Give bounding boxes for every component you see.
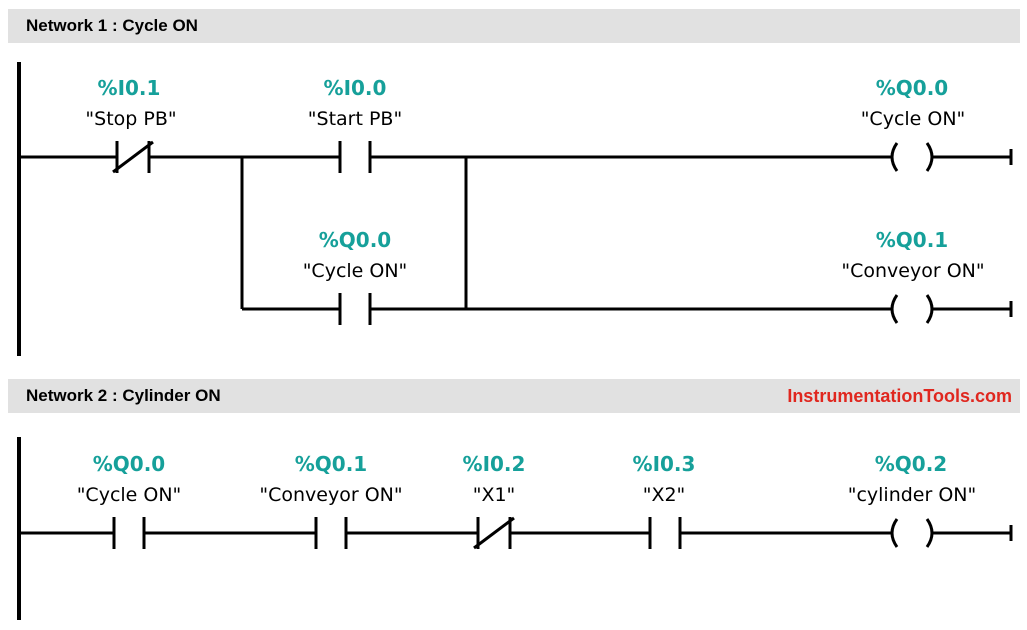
address-label: %Q0.1 [876,228,948,252]
tag-label: "Cycle ON" [861,108,966,130]
tag-label: "Cycle ON" [303,260,408,282]
contact-no-cycle-on: %Q0.0 "Cycle ON" [77,452,182,549]
coil-cylinder-on: %Q0.2 "cylinder ON" [848,452,977,548]
address-label: %I0.2 [463,452,526,476]
address-label: %Q0.0 [319,228,391,252]
tag-label: "Conveyor ON" [841,260,984,282]
contact-no-cycle-on-latch: %Q0.0 "Cycle ON" [303,228,408,325]
tag-label: "Cycle ON" [77,484,182,506]
network1-title: Network 1 : Cycle ON [26,16,198,35]
contact-no-conveyor-on: %Q0.1 "Conveyor ON" [259,452,403,549]
coil-conveyor-on: %Q0.1 "Conveyor ON" [841,228,985,324]
contact-no-start-pb: %I0.0 "Start PB" [308,76,402,173]
brand-watermark: InstrumentationTools.com [787,386,1012,406]
contact-nc-stop-pb: %I0.1 "Stop PB" [85,76,177,174]
tag-label: "X2" [643,484,686,506]
tag-label: "X1" [473,484,516,506]
address-label: %I0.0 [324,76,387,100]
network1-rungs: %I0.1 "Stop PB" %I0.0 "Start PB" %Q0.0 "… [17,62,1013,356]
tag-label: "cylinder ON" [848,484,977,506]
address-label: %Q0.1 [295,452,367,476]
coil-cycle-on: %Q0.0 "Cycle ON" [861,76,966,172]
tag-label: "Start PB" [308,108,402,130]
network2-title: Network 2 : Cylinder ON [26,386,221,405]
address-label: %I0.1 [98,76,161,100]
address-label: %I0.3 [633,452,696,476]
address-label: %Q0.2 [875,452,947,476]
address-label: %Q0.0 [93,452,165,476]
network1-header: Network 1 : Cycle ON [8,9,1020,43]
tag-label: "Conveyor ON" [259,484,402,506]
tag-label: "Stop PB" [85,108,176,130]
contact-no-x2: %I0.3 "X2" [633,452,696,549]
network2-rungs: %Q0.0 "Cycle ON" %Q0.1 "Conveyor ON" %I0… [17,437,1013,620]
contact-nc-x1: %I0.2 "X1" [463,452,526,550]
address-label: %Q0.0 [876,76,948,100]
network2-header: Network 2 : Cylinder ON InstrumentationT… [8,379,1020,413]
